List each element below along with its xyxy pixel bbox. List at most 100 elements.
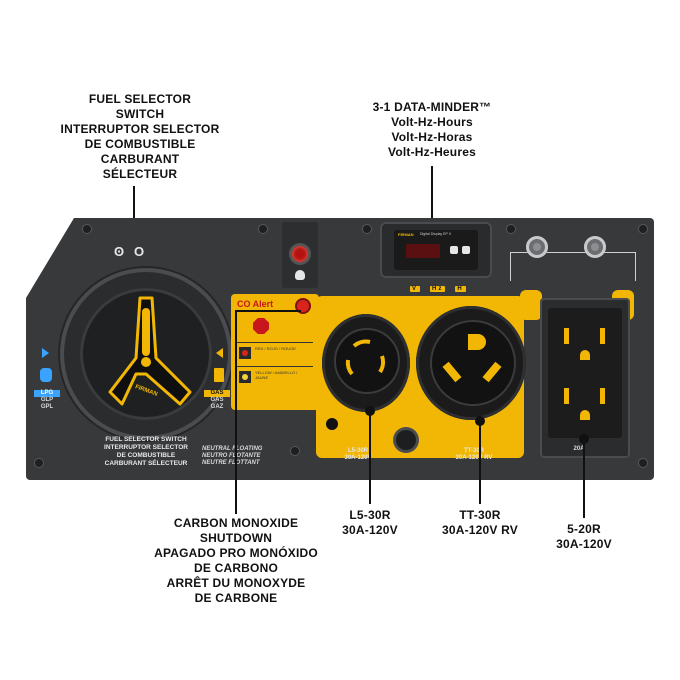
fuel-off-symbol: ʘ (114, 244, 125, 259)
callout-line: SÉLECTEUR (102, 167, 178, 181)
r520-leader (583, 438, 585, 518)
hz-icon: Hz (430, 286, 446, 292)
co-shutdown-leader-top (235, 310, 301, 312)
screw (82, 224, 92, 234)
data-minder-display: FIRMAN Digital Display EP II (394, 230, 478, 270)
data-minder-button[interactable] (462, 246, 470, 254)
data-minder-brand: FIRMAN (398, 232, 414, 237)
callout-line: DE CARBONE (194, 591, 278, 605)
co-shutdown-leader (235, 310, 237, 514)
gaz-text: GAZ (210, 404, 224, 410)
l5-30r-panel-label: L5-30R 30A-120V (338, 448, 378, 462)
volt-icon: V (410, 286, 421, 292)
co-row-text: RED / ROJO / ROUGE (255, 346, 296, 351)
outlet-slot (564, 388, 569, 404)
co-yellow-indicator-icon (239, 371, 251, 383)
label-line: NEUTRAL FLOATING (202, 446, 263, 452)
callout-line: CARBON MONOXIDE (173, 516, 299, 530)
tt-30r-outlet[interactable] (430, 320, 516, 406)
callout-line: 30A-120V (556, 537, 612, 551)
tt-leader-dot (475, 416, 485, 426)
gas-badge: GAS (204, 390, 230, 397)
callout-line: CARBURANT (100, 152, 180, 166)
callout-line: FUEL SELECTOR (88, 92, 192, 106)
callout-line: ARRÊT DU MONOXYDE (166, 576, 306, 590)
callout-line: APAGADO PRO MONÓXIDO (154, 546, 318, 560)
co-alert-led (297, 300, 309, 312)
tt-30r-panel-label: TT-30R 30A-120V RV (446, 448, 502, 462)
l5-30r-outlet[interactable] (334, 328, 400, 394)
screw (258, 224, 268, 234)
data-minder-readout (406, 244, 440, 258)
ground-terminal[interactable] (396, 430, 416, 450)
circuit-breaker-right[interactable] (584, 236, 606, 258)
lpg-arrow-icon (42, 348, 49, 358)
label-line: DE COMBUSTIBLE (116, 452, 176, 459)
callout-line: SWITCH (115, 107, 165, 121)
callout-line: DE COMBUSTIBLE (84, 137, 196, 151)
lpg-tank-icon (40, 368, 52, 382)
data-minder-leader (431, 166, 433, 238)
l5-leader (369, 410, 371, 504)
gas-pump-icon (214, 368, 224, 382)
neutral-floating-label: NEUTRAL FLOATING NEUTRO FLOTANTE NEUTRE … (202, 446, 292, 467)
gfci-yellow-tabs (520, 290, 542, 320)
callout-line: INTERRUPTOR SELECTOR (60, 122, 220, 136)
callout-line: TT-30R (459, 508, 501, 522)
r5-20r-outlet[interactable] (548, 308, 622, 438)
label-line: 30A-120V (344, 455, 372, 461)
gas-arrow-icon (216, 348, 223, 358)
label-line: TT-30R (463, 448, 484, 454)
l5-leader-dot (365, 406, 375, 416)
outlet-slot (600, 328, 605, 344)
co-row-text: YELLOW / AMARILLO / JAUNE (255, 370, 298, 380)
r5-20r-callout: 5-20R 30A-120V (544, 522, 624, 552)
fuel-selector-housing: FIRMAN (60, 268, 232, 440)
callout-line: 30A-120V (342, 523, 398, 537)
data-minder-subtitle: Digital Display EP II (420, 232, 451, 236)
tt-30r-callout: TT-30R 30A-120V RV (430, 508, 530, 538)
gas-label: GAS GAS GAZ (204, 390, 230, 411)
l5-30r-warning-icon (326, 418, 338, 430)
lpg-badge: LPG (34, 390, 60, 397)
data-minder-callout: 3-1 DATA-MINDER™ Volt-Hz-Hours Volt-Hz-H… (350, 100, 514, 160)
breaker-bracket (510, 252, 636, 281)
gpl-text: GPL (40, 404, 54, 410)
co-row-red: RED / ROJO / ROUGE (237, 342, 313, 365)
outlet-slot (600, 388, 605, 404)
r5-20r-panel-label: 20A (573, 446, 585, 452)
label-line: FUEL SELECTOR SWITCH (105, 436, 187, 443)
l5-30r-slots-icon (345, 339, 386, 376)
screw (290, 446, 300, 456)
screw (638, 224, 648, 234)
label-line: NEUTRE FLOTTANT (202, 460, 260, 466)
callout-line: Volt-Hz-Hours (391, 115, 473, 129)
control-panel: ʘ O FIRMAN LPG GLP GPL GAS GAS GAZ FUEL … (26, 218, 654, 480)
label-line: INTERRUPTOR SELECTOR (104, 444, 188, 451)
data-minder-button[interactable] (450, 246, 458, 254)
fuel-selector-handle-icon (108, 296, 192, 406)
co-alert-panel: CO Alert RED / ROJO / ROUGE YELLOW / AMA… (231, 294, 319, 410)
r520-leader-dot (579, 434, 589, 444)
tt-leader (479, 420, 481, 504)
co-shutdown-callout: CARBON MONOXIDE SHUTDOWN APAGADO PRO MON… (150, 516, 322, 606)
callout-line: Volt-Hz-Heures (388, 145, 476, 159)
label-line: 30A-120V RV (455, 455, 493, 461)
circuit-breaker-left[interactable] (526, 236, 548, 258)
label-line: NEUTRO FLOTANTE (202, 453, 261, 459)
callout-line: DE CARBONO (193, 561, 278, 575)
hours-icon: H (455, 286, 466, 292)
label-line: CARBURANT SÉLECTEUR (104, 460, 188, 467)
l5-30r-callout: L5-30R 30A-120V (332, 508, 408, 538)
tt-30r-slots-icon (442, 334, 502, 383)
co-alert-title: CO Alert (237, 299, 274, 309)
indicator-lamp (292, 246, 308, 262)
fuel-selector-panel-label: FUEL SELECTOR SWITCH INTERRUPTOR SELECTO… (56, 436, 236, 468)
outlet-slot (580, 410, 590, 420)
screw (34, 458, 44, 468)
screw (638, 458, 648, 468)
lpg-label: LPG GLP GPL (34, 390, 60, 411)
fuel-selector-knob[interactable]: FIRMAN (80, 288, 212, 420)
gas-text: GAS (210, 397, 224, 403)
callout-line: L5-30R (349, 508, 391, 522)
